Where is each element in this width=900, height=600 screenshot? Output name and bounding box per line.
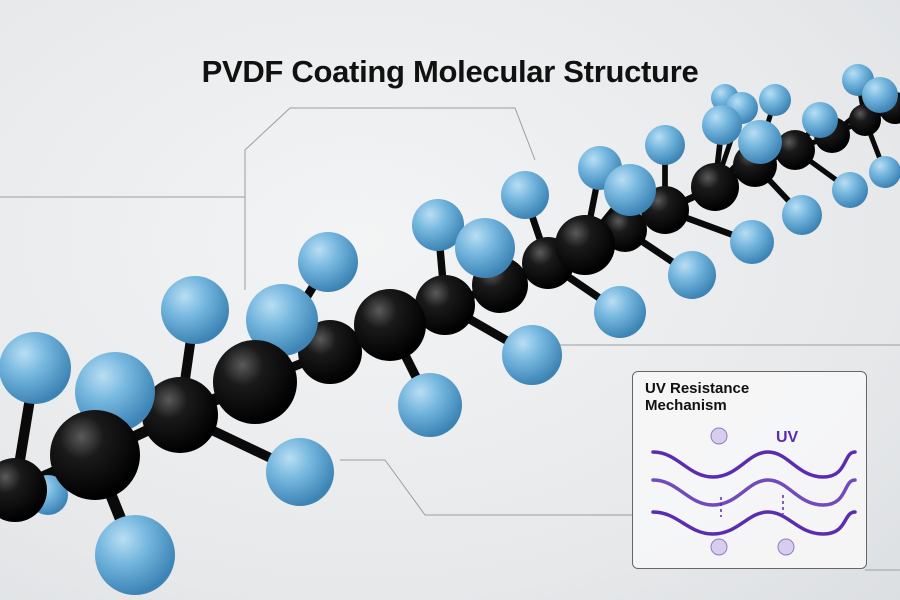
fluorine-atom xyxy=(0,332,71,404)
carbon-atom xyxy=(691,163,739,211)
fluorine-atom xyxy=(668,251,716,299)
fluorine-atom xyxy=(161,276,229,344)
fluorine-atom xyxy=(604,164,656,216)
carbon-atom xyxy=(415,275,475,335)
photon-circle xyxy=(710,538,728,556)
fluorine-atom xyxy=(862,77,898,113)
fluorine-atom xyxy=(832,172,868,208)
fluorine-atom xyxy=(266,438,334,506)
panel-title: UV Resistance Mechanism xyxy=(645,380,750,414)
carbon-atom xyxy=(142,377,218,453)
fluorine-atom xyxy=(501,171,549,219)
carbon-atom xyxy=(354,289,426,361)
guide-lines xyxy=(0,107,900,571)
fluorine-atom xyxy=(702,105,742,145)
uv-label: UV xyxy=(776,429,799,446)
fluorine-atom xyxy=(502,325,562,385)
carbon-atom xyxy=(775,130,815,170)
photon-circle xyxy=(710,427,728,445)
uv-resistance-panel: UV Resistance Mechanism UV xyxy=(632,371,867,569)
fluorine-atom xyxy=(298,232,358,292)
uv-wave-diagram xyxy=(651,427,857,556)
fluorine-atom xyxy=(869,156,900,188)
uv-wave-1 xyxy=(651,450,857,479)
uv-wave-2 xyxy=(651,478,857,507)
fluorine-atom xyxy=(398,373,462,437)
fluorine-atom xyxy=(730,220,774,264)
carbon-atom xyxy=(213,340,297,424)
carbon-atom xyxy=(849,104,881,136)
fluorine-atom xyxy=(802,102,838,138)
photon-circle xyxy=(777,538,795,556)
page-title: PVDF Coating Molecular Structure xyxy=(201,54,699,89)
fluorine-atom xyxy=(738,120,782,164)
fluorine-atom xyxy=(455,218,515,278)
fluorine-atom xyxy=(246,284,318,356)
fluorine-atom xyxy=(95,515,175,595)
fluorine-atom xyxy=(759,84,791,116)
atoms xyxy=(0,64,900,595)
fluorine-atom xyxy=(594,286,646,338)
carbon-atom xyxy=(50,410,140,500)
fluorine-atom xyxy=(412,199,464,251)
carbon-atom xyxy=(0,458,47,522)
uv-wave-3 xyxy=(651,510,857,536)
fluorine-atom xyxy=(645,125,685,165)
fluorine-atom xyxy=(782,195,822,235)
carbon-atom xyxy=(555,215,615,275)
